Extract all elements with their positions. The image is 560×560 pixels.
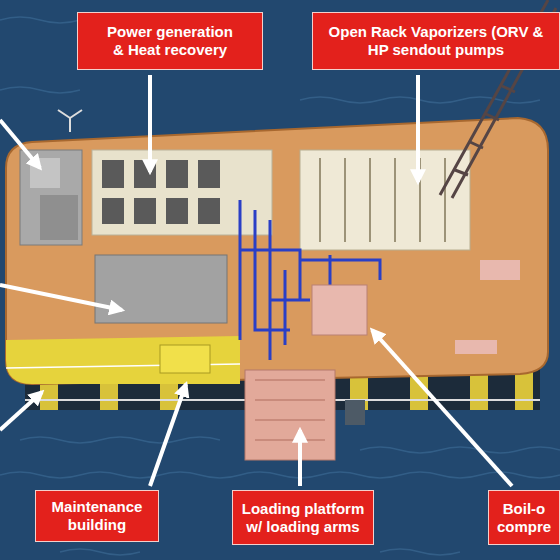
generator: [198, 198, 220, 224]
pipe: [240, 220, 300, 360]
loading-platform: [245, 370, 335, 460]
wave: [0, 472, 560, 478]
turbine-blades: [58, 110, 82, 132]
waves: [0, 17, 560, 555]
leader-arrow: [150, 384, 186, 486]
generator: [134, 198, 156, 224]
orv-rack-lines: [320, 158, 445, 242]
loading-arm: [345, 400, 365, 425]
generator: [198, 160, 220, 188]
maintenance-building: [160, 345, 210, 373]
leader-arrow: [0, 285, 122, 310]
callout-text: Boil-o compre: [494, 500, 554, 536]
tank-roof: [95, 255, 227, 323]
boil-off-compressors: [312, 285, 367, 335]
leader-arrow: [298, 430, 302, 486]
callout-text: Power generation & Heat recovery: [100, 23, 240, 59]
wave: [380, 549, 460, 555]
leader-arrow: [372, 330, 512, 486]
leader-arrow: [148, 75, 152, 172]
column: [470, 370, 488, 410]
pipe: [270, 270, 310, 345]
leader-arrow: [0, 120, 40, 168]
leader-arrows: [0, 75, 512, 486]
leader-arrow: [416, 75, 420, 182]
orv-area: [300, 150, 470, 250]
equipment: [455, 340, 497, 354]
callout-box: Loading platform w/ loading arms: [232, 490, 374, 545]
yellow-deck-area: [6, 336, 240, 384]
callout-box: Maintenance building: [35, 490, 159, 542]
callout-text: Maintenance building: [43, 498, 151, 534]
building-block: [40, 195, 78, 240]
callout-text: Loading platform w/ loading arms: [240, 500, 366, 536]
deck: [6, 118, 548, 384]
callout-text: Open Rack Vaporizers (ORV & HP sendout p…: [325, 23, 547, 59]
callout-box: Boil-o compre: [488, 490, 560, 545]
pipe: [240, 200, 290, 340]
generator: [166, 160, 188, 188]
generator: [166, 198, 188, 224]
power-generation-area: [92, 150, 272, 235]
wave: [0, 87, 80, 93]
pipes: [240, 200, 380, 360]
equipment: [480, 260, 520, 280]
crane-lattice: [455, 58, 531, 175]
generator: [134, 160, 156, 188]
callout-box: Power generation & Heat recovery: [77, 12, 263, 70]
generators: [102, 160, 220, 224]
generator: [102, 160, 124, 188]
turbine-symbol: [58, 110, 82, 132]
loading-platform-grid: [255, 380, 325, 440]
orv-racks: [320, 158, 445, 242]
column: [515, 370, 533, 410]
wave: [360, 447, 560, 453]
callout-box: Open Rack Vaporizers (ORV & HP sendout p…: [312, 12, 560, 70]
leader-arrow: [0, 392, 42, 430]
wave: [60, 549, 140, 555]
quarters-building: [20, 150, 82, 245]
wave: [20, 437, 220, 443]
generator: [102, 198, 124, 224]
